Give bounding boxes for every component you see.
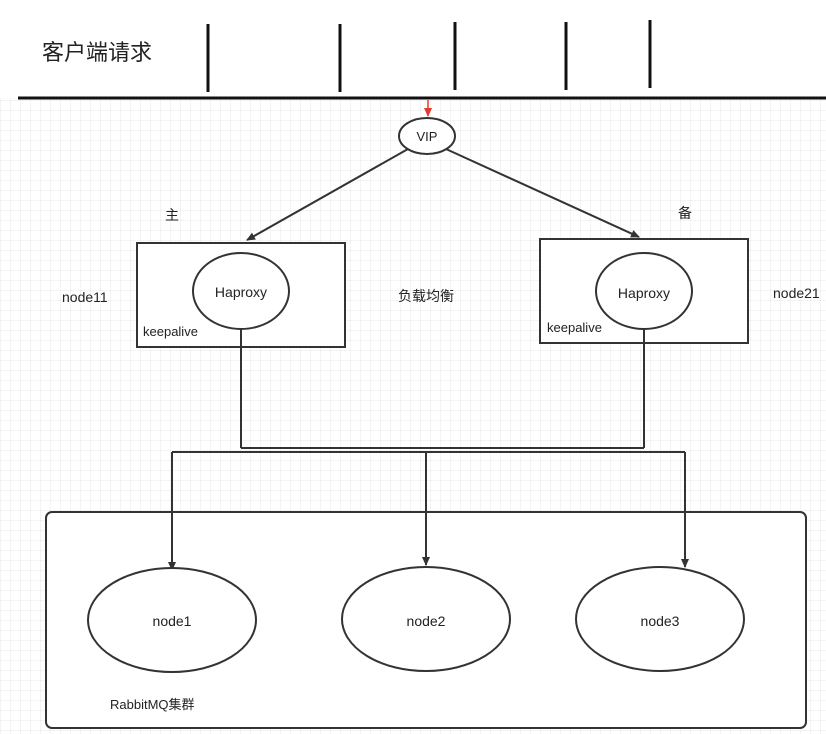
backup-keepalive-label: keepalive bbox=[547, 320, 602, 335]
vip-label: VIP bbox=[417, 129, 438, 144]
backup-role-label: 备 bbox=[678, 205, 692, 221]
backup-host-label: node21 bbox=[773, 285, 820, 301]
master-haproxy-label: Haproxy bbox=[215, 284, 267, 300]
client-requests-label: 客户端请求 bbox=[42, 40, 152, 65]
client-request-lines bbox=[206, 20, 652, 92]
node1-label: node1 bbox=[153, 613, 192, 629]
load-balance-label: 负载均衡 bbox=[398, 288, 454, 304]
master-keepalive-label: keepalive bbox=[143, 324, 198, 339]
master-host-label: node11 bbox=[62, 289, 108, 305]
node2-label: node2 bbox=[407, 613, 446, 629]
node3-ellipse bbox=[575, 566, 745, 672]
header-band bbox=[0, 0, 826, 98]
backup-haproxy-label: Haproxy bbox=[618, 285, 670, 301]
haproxy-connectors bbox=[172, 329, 685, 453]
vip-to-backup-arrow bbox=[445, 148, 640, 238]
cluster-label: RabbitMQ集群 bbox=[110, 697, 195, 712]
node2-ellipse bbox=[341, 566, 511, 672]
master-role-label: 主 bbox=[165, 207, 179, 223]
vip-to-master-arrow bbox=[246, 148, 409, 241]
node3-label: node3 bbox=[641, 613, 680, 629]
node1-ellipse bbox=[87, 567, 257, 673]
vip-node bbox=[398, 117, 456, 155]
